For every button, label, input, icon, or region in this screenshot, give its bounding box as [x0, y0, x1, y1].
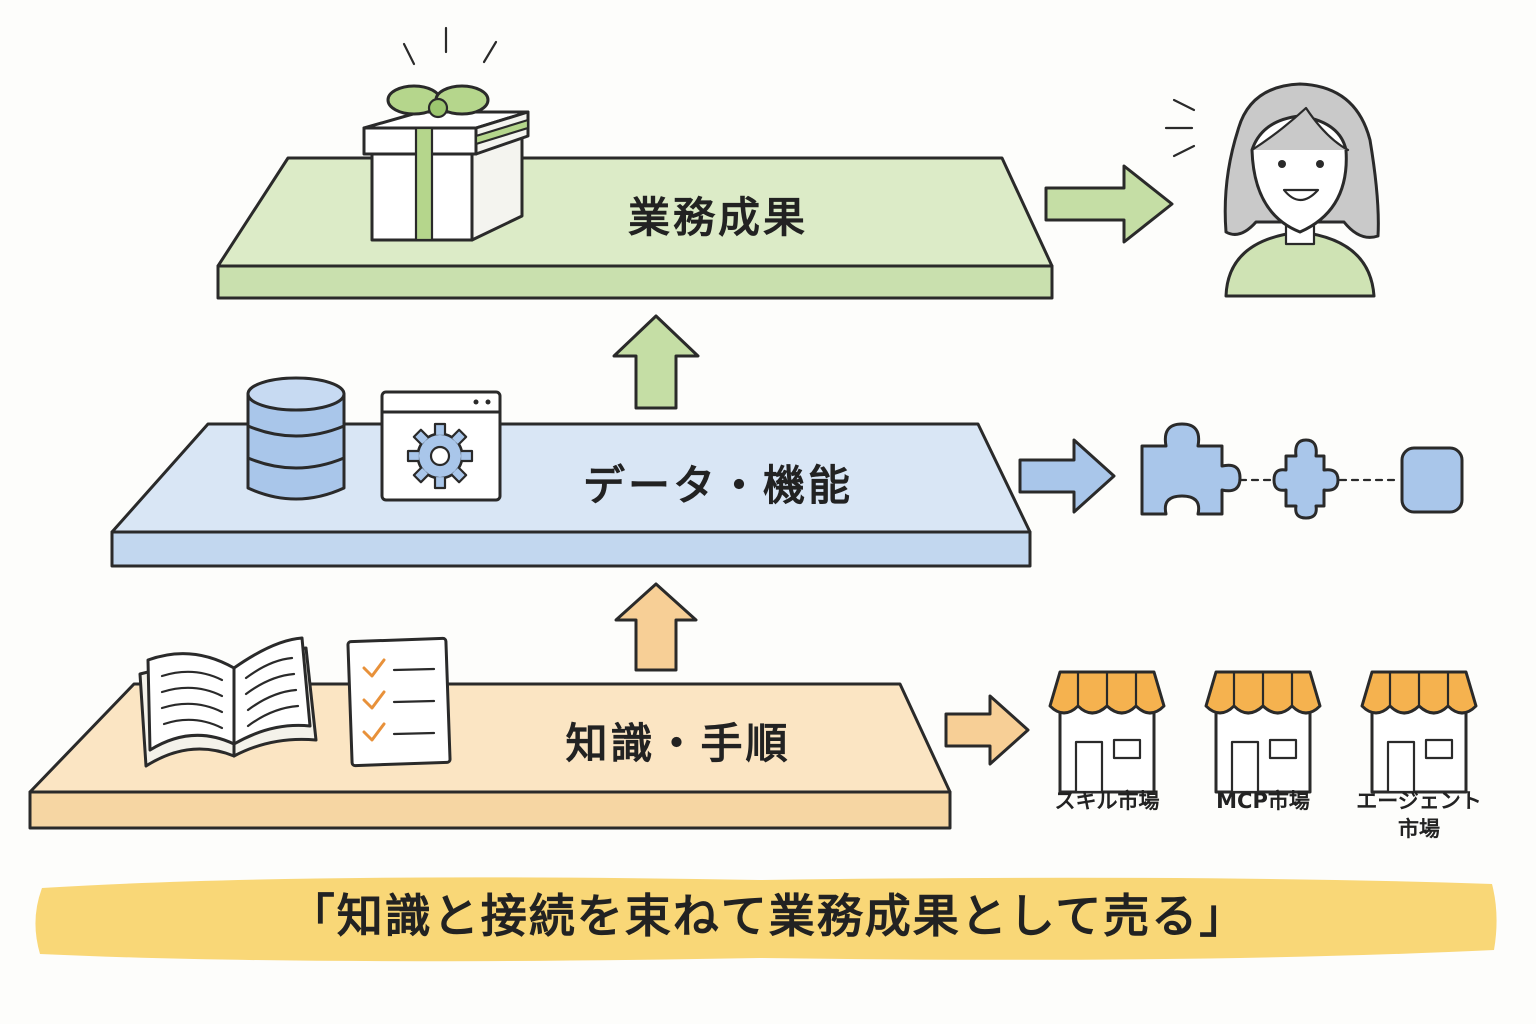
arrow-right-icon [1044, 164, 1174, 244]
layer-outcome: 業務成果 [216, 26, 1054, 300]
layer-data-label: データ・機能 [583, 461, 853, 510]
checklist-icon [346, 636, 452, 768]
layer-knowledge: 知識・手順 [28, 636, 952, 830]
arrow-right-icon [944, 694, 1030, 766]
market-agent-label-line1: エージェント [1356, 789, 1482, 813]
layer-data: データ・機能 [110, 376, 1032, 568]
puzzle-chain [1140, 422, 1464, 520]
puzzle-piece-icon [1140, 422, 1242, 516]
storefront-icon [1360, 670, 1478, 794]
market-skill-label: スキル市場 [1055, 789, 1160, 813]
storefront-icon [1048, 670, 1166, 794]
slogan-banner: 「知識と接続を束ねて業務成果として売る」 [35, 877, 1497, 962]
layer-outcome-side [216, 264, 1054, 300]
layer-data-side [110, 530, 1032, 568]
market-mcp-label: MCP市場 [1216, 789, 1310, 813]
arrow-right-icon [1018, 438, 1116, 514]
puzzle-piece-icon [1400, 446, 1464, 514]
market-agent-label-line2: 市場 [1398, 817, 1440, 841]
layer-outcome-label: 業務成果 [628, 193, 808, 242]
open-book-icon [138, 636, 318, 768]
settings-window-icon [380, 390, 502, 502]
arrow-up-icon [614, 582, 698, 672]
slogan-highlight [35, 877, 1497, 962]
storefront-icon [1204, 670, 1322, 794]
market-skill: スキル市場 [1048, 670, 1166, 813]
slogan-text: 「知識と接続を束ねて業務成果として売る」 [289, 889, 1248, 943]
layer-knowledge-side [28, 790, 952, 830]
market-agent: エージェント 市場 [1356, 670, 1482, 841]
database-icon [246, 376, 346, 501]
puzzle-piece-icon [1272, 438, 1340, 520]
person-icon [1164, 82, 1380, 298]
arrow-up-icon [612, 314, 700, 410]
market-mcp: MCP市場 [1204, 670, 1322, 813]
layer-knowledge-label: 知識・手順 [565, 719, 790, 768]
gift-icon [362, 26, 530, 242]
